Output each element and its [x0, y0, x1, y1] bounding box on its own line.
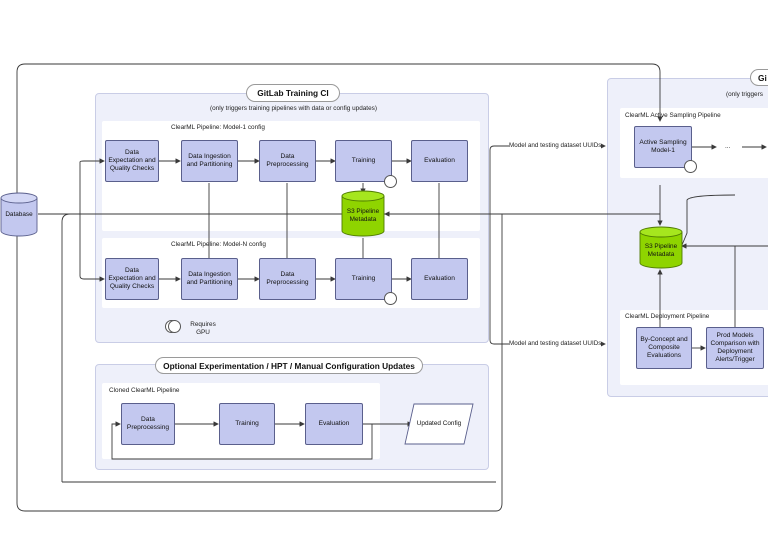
right-metadata-label: S3 Pipeline Metadata [644, 243, 678, 258]
step-ingestion-n: Data Ingestion and Partitioning [181, 258, 238, 300]
step-training-n: Training [335, 258, 392, 300]
deployment-step-comparison: Prod Models Comparison with Deployment A… [706, 327, 764, 369]
cloned-step-training: Training [219, 403, 275, 445]
gitlab-ci-title: GitLab Training CI [246, 84, 340, 102]
active-sampling-title: ClearML Active Sampling Pipeline [625, 112, 721, 119]
metadata-store-cylinder [341, 190, 385, 237]
edge-label-upper: Model and testing dataset UUIDs [509, 142, 602, 150]
gpu-indicator-n [384, 292, 397, 305]
step-training-1: Training [335, 140, 392, 182]
cloned-step-preprocessing: Data Preprocessing [121, 403, 175, 445]
edge-label-lower: Model and testing dataset UUIDs [509, 340, 602, 348]
updated-config-parallelogram [404, 403, 474, 445]
step-preprocessing-n: Data Preprocessing [259, 258, 316, 300]
experimentation-title: Optional Experimentation / HPT / Manual … [155, 357, 423, 374]
metadata-store-label: S3 Pipeline Metadata [346, 208, 380, 223]
active-sampling-ellipsis: ... [725, 143, 731, 150]
cloned-pipeline-title: Cloned ClearML Pipeline [109, 387, 180, 394]
active-sampling-step: Active Sampling Model-1 [634, 126, 692, 168]
gitlab-ci-note: (only triggers training pipelines with d… [210, 105, 377, 112]
cloned-step-evaluation: Evaluation [305, 403, 363, 445]
gpu-legend-label: Requires GPU [190, 321, 216, 336]
deployment-title: ClearML Deployment Pipeline [625, 313, 710, 320]
right-metadata-cylinder [639, 226, 683, 269]
gpu-indicator-1 [384, 175, 397, 188]
right-panel-note: (only triggers [726, 91, 763, 98]
right-panel-title: Gi [750, 69, 768, 86]
gpu-indicator-active-sampling [684, 160, 697, 173]
step-quality-checks-1: Data Expectation and Quality Checks [105, 140, 159, 182]
database-label: Database [5, 211, 33, 218]
step-preprocessing-1: Data Preprocessing [259, 140, 316, 182]
updated-config-label: Updated Config [416, 420, 462, 427]
step-evaluation-n: Evaluation [411, 258, 468, 300]
gpu-legend-icon-shadow [168, 320, 181, 333]
database-cylinder [0, 192, 38, 237]
step-ingestion-1: Data Ingestion and Partitioning [181, 140, 238, 182]
step-evaluation-1: Evaluation [411, 140, 468, 182]
pipeline-n-title: ClearML Pipeline: Model-N config [171, 241, 266, 248]
pipeline-1-title: ClearML Pipeline: Model-1 config [171, 124, 265, 131]
step-quality-checks-n: Data Expectation and Quality Checks [105, 258, 159, 300]
deployment-step-evaluations: By-Concept and Composite Evaluations [636, 327, 692, 369]
